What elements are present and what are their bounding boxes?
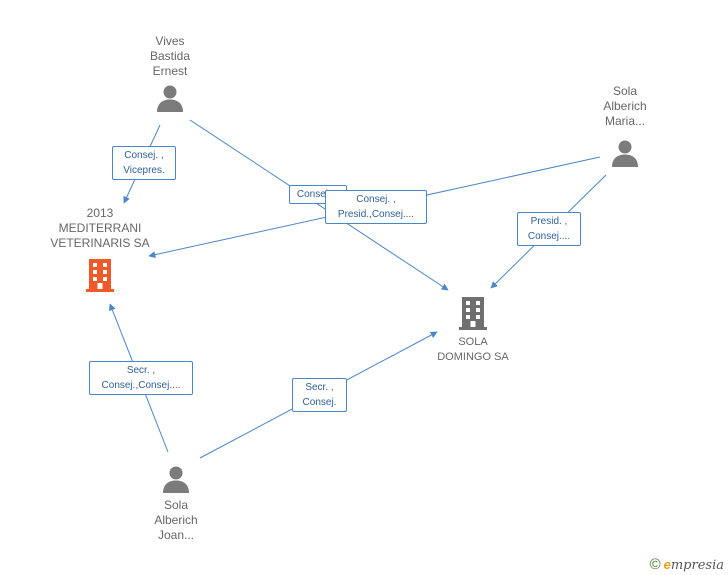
edge-label-maria-domingo[interactable]: Presid. , Consej....: [517, 212, 581, 246]
node-sola-alberich-joan[interactable]: Sola Alberich Joan...: [126, 464, 226, 543]
node-name-line: VETERINARIS SA: [50, 236, 150, 250]
edge-label-line: Presid.,Consej....: [337, 209, 415, 220]
edge-label-line: Secr. ,: [305, 382, 334, 393]
edge-label-line: Vicepres.: [123, 165, 165, 176]
brand-logo-text: mpresia: [670, 558, 724, 573]
node-name-line: MEDITERRANI: [58, 221, 142, 235]
copyright-symbol: ©: [649, 556, 661, 573]
edge-label-maria-mediterrani[interactable]: Consej. , Presid.,Consej....: [325, 190, 427, 224]
edge-line-vives-domingo: [189, 119, 449, 291]
edge-label-line: Presid. ,: [530, 216, 568, 227]
edge-label-line: Secr. ,: [126, 365, 156, 376]
node-name-line: Vives: [155, 34, 185, 48]
node-name-line: Alberich: [154, 513, 198, 527]
edge-label-line: Consej. ,: [124, 150, 164, 161]
edge-label-line: Consej....: [296, 189, 340, 200]
node-name-line: Alberich: [603, 99, 647, 113]
node-name-line: Maria...: [604, 114, 645, 128]
building-icon: [459, 297, 487, 330]
footer-brand: ©empresia: [650, 556, 724, 573]
edge-label-vives-mediterrani[interactable]: Consej. , Vicepres.: [112, 146, 176, 180]
node-name-line: DOMINGO SA: [437, 351, 509, 363]
node-name-line: 2013: [86, 206, 114, 220]
node-name-line: SOLA: [458, 336, 488, 348]
person-icon: [163, 466, 189, 493]
edge-label-line: Consej....: [527, 231, 571, 242]
edge-label-line: Consej. ,: [356, 194, 396, 205]
node-vives-bastida-ernest[interactable]: Vives Bastida Ernest: [120, 34, 220, 113]
node-name-line: Sola: [163, 498, 189, 512]
node-name-line: Joan...: [157, 528, 195, 542]
node-sola-alberich-maria[interactable]: Sola Alberich Maria...: [575, 84, 675, 168]
node-name-line: Bastida: [149, 49, 191, 63]
node-sola-domingo-sa[interactable]: SOLA DOMINGO SA: [423, 295, 523, 365]
node-name-line: Sola: [612, 84, 638, 98]
node-2013-mediterrani-veterinaris-sa[interactable]: 2013 MEDITERRANI VETERINARIS SA: [40, 206, 160, 293]
edge-label-joan-domingo[interactable]: Secr. , Consej.: [292, 378, 347, 412]
building-icon: [86, 259, 114, 292]
person-icon: [157, 85, 183, 112]
brand-logo-initial: e: [663, 557, 671, 572]
edge-label-line: Consej.: [302, 397, 337, 408]
node-name-line: Ernest: [152, 64, 188, 78]
edge-lines: [109, 119, 607, 459]
edge-label-line: Consej.,Consej....: [101, 380, 181, 391]
person-icon: [612, 140, 638, 167]
edge-label-joan-mediterrani[interactable]: Secr. , Consej.,Consej....: [89, 361, 193, 395]
